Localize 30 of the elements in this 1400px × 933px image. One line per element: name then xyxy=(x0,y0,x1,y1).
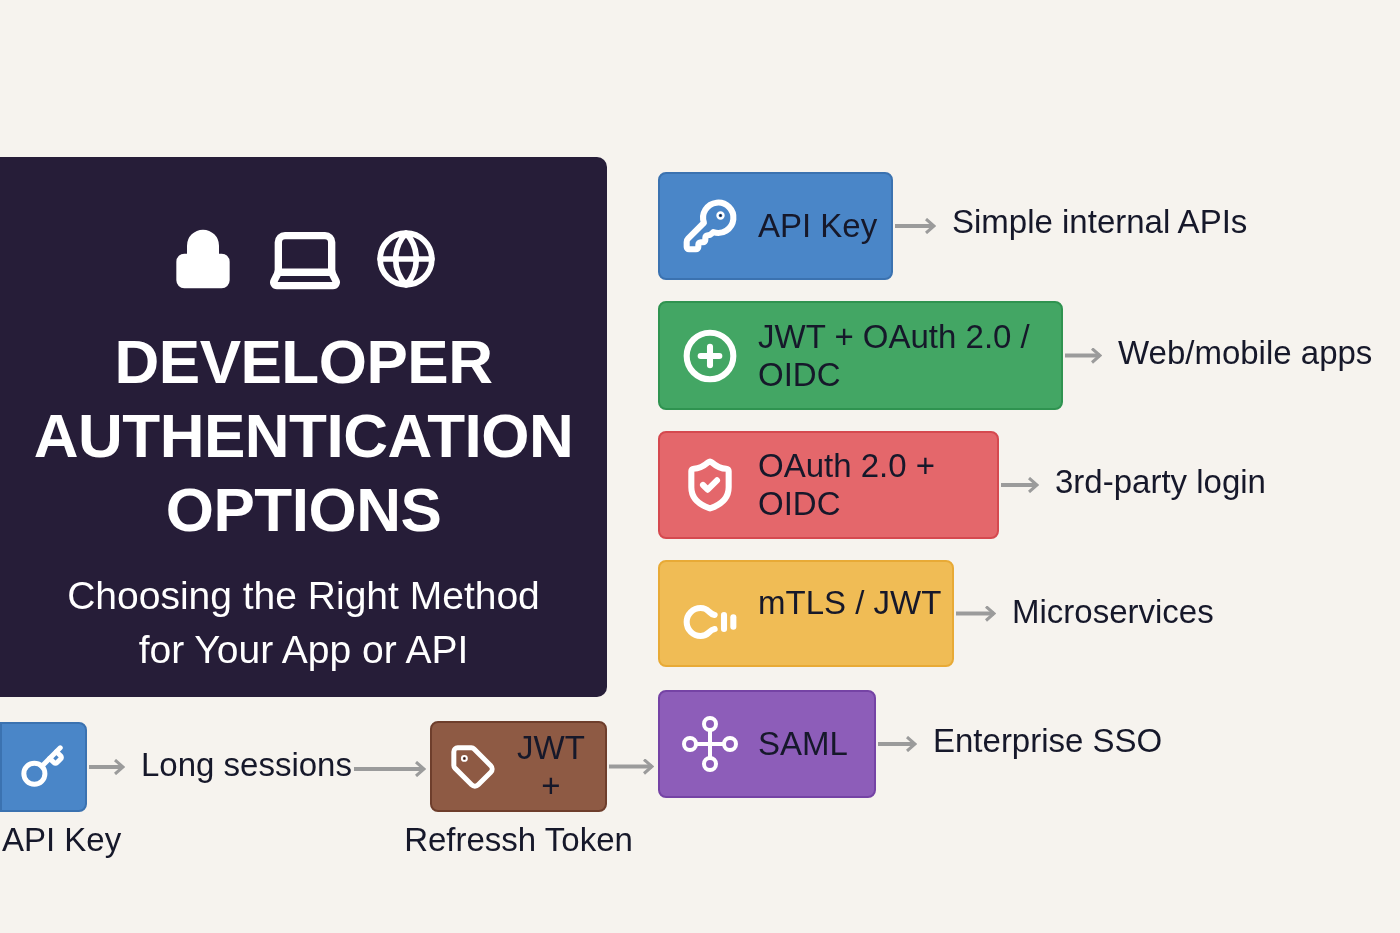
arrow xyxy=(1065,347,1102,364)
arrow xyxy=(1001,476,1039,494)
use-case-text: Long sessions xyxy=(141,745,352,785)
method-box xyxy=(658,301,1063,410)
panel-subtitle: Choosing the Right Method for Your App or API xyxy=(66,573,541,673)
arrow xyxy=(89,758,125,776)
caption-text: API Key xyxy=(2,820,122,860)
method-box xyxy=(658,431,999,539)
use-case-text: Simple internal APIs xyxy=(952,202,1248,242)
caption-text: Refressh Token xyxy=(404,820,633,860)
method-box xyxy=(658,172,893,280)
use-case-text: Enterprise SSO xyxy=(933,721,1163,761)
arrow xyxy=(878,735,917,753)
method-label: JWT + xyxy=(516,728,586,805)
arrow xyxy=(354,760,426,778)
arrow xyxy=(895,217,936,235)
method-label: SAML xyxy=(758,725,848,763)
use-case-text: 3rd-party login xyxy=(1055,462,1266,502)
method-box xyxy=(658,560,954,667)
use-case-text: Microservices xyxy=(1012,592,1214,632)
arrow xyxy=(956,605,996,622)
title-panel xyxy=(0,157,607,697)
method-label: OAuth 2.0 + OIDC xyxy=(758,447,937,523)
use-case-text: Web/mobile apps xyxy=(1118,333,1373,373)
method-label: API Key xyxy=(758,207,878,245)
arrow xyxy=(609,758,654,775)
method-label: JWT + OAuth 2.0 / OIDC xyxy=(758,317,1031,394)
panel-title: DEVELOPER AUTHENTICATION OPTIONS xyxy=(32,326,575,546)
method-label: mTLS / JWT xyxy=(758,584,942,622)
method-box xyxy=(658,690,876,798)
